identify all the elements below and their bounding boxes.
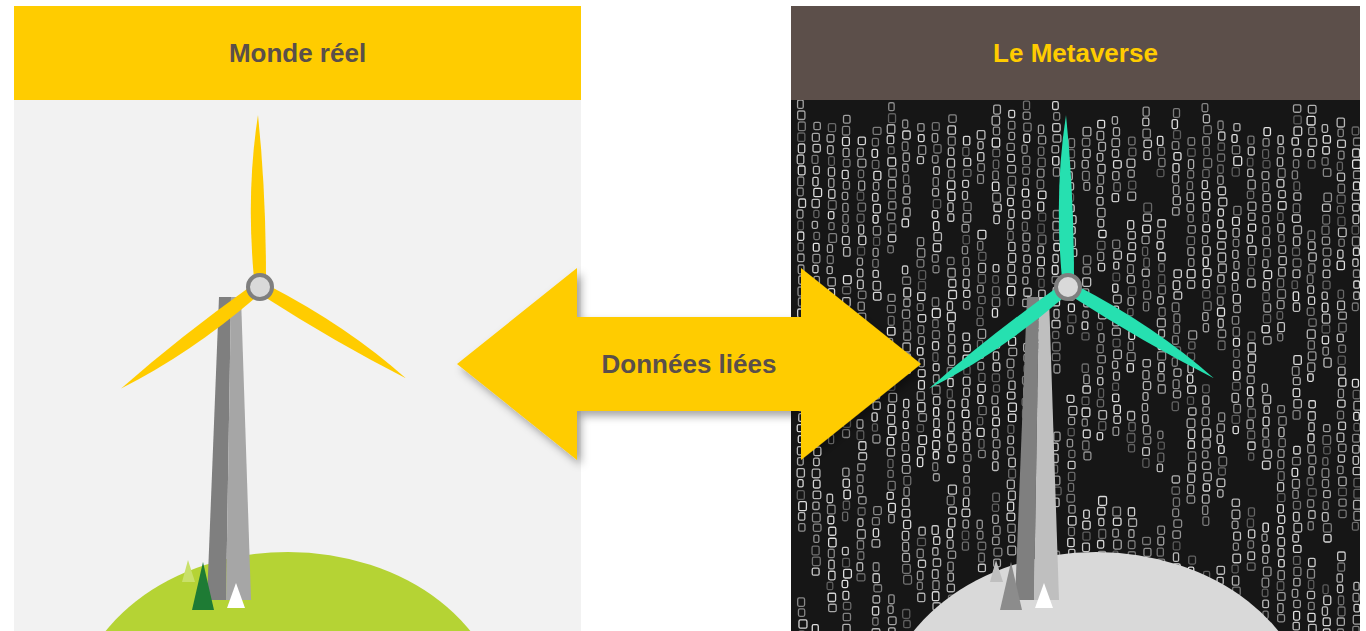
panel-header: Monde réel bbox=[14, 6, 581, 100]
hill bbox=[73, 552, 503, 631]
tree bbox=[182, 560, 195, 582]
arrow-label: Données liées bbox=[602, 349, 777, 380]
double-block-arrow bbox=[457, 268, 921, 460]
hill bbox=[881, 552, 1311, 631]
tree bbox=[990, 560, 1003, 582]
tree bbox=[192, 562, 214, 610]
tree bbox=[227, 583, 245, 608]
panel-title: Monde réel bbox=[219, 38, 376, 69]
panel-title: Le Metaverse bbox=[983, 38, 1168, 69]
panel: Monde réel bbox=[14, 6, 581, 631]
tree bbox=[1035, 583, 1053, 608]
digital-wind-turbine bbox=[924, 115, 1217, 600]
tree bbox=[1000, 562, 1022, 610]
panel: Le Metaverse bbox=[791, 6, 1360, 631]
panel-header: Le Metaverse bbox=[791, 6, 1360, 100]
wind-turbine bbox=[116, 115, 409, 600]
